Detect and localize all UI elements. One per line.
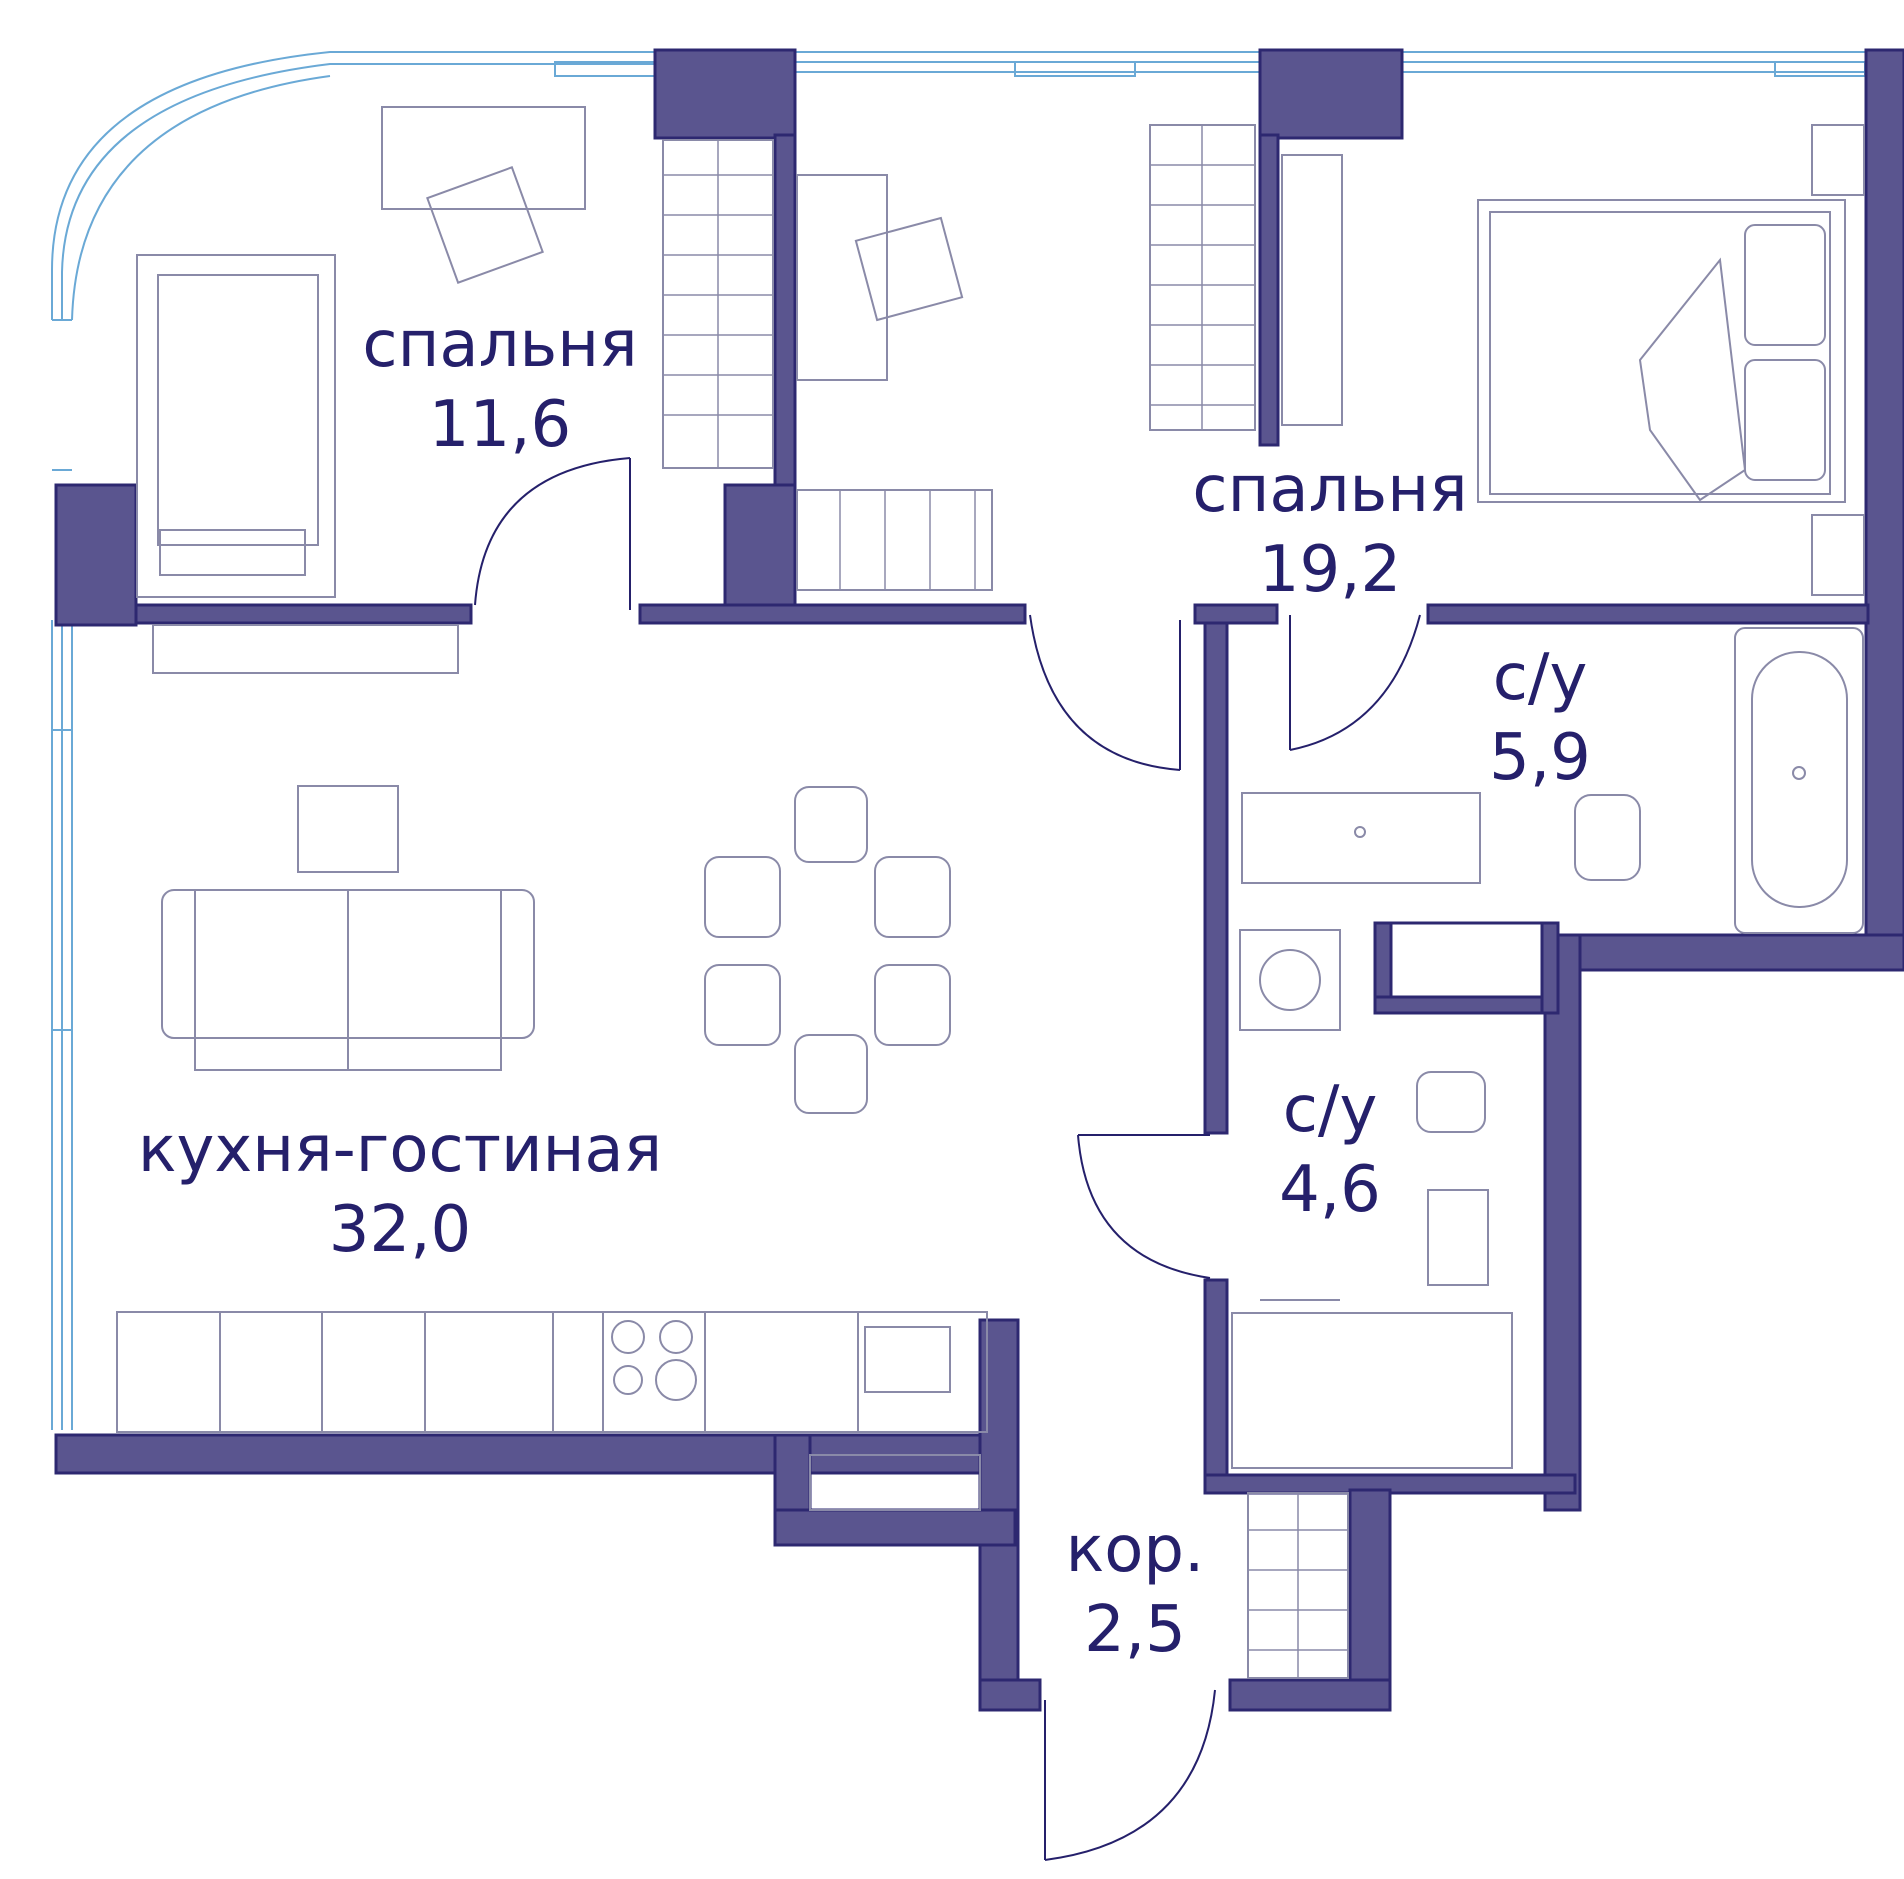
room-area: 19,2 (1258, 533, 1402, 607)
walls (54, 48, 1904, 1712)
furniture (116, 106, 1865, 1679)
desk-bedroom1 (381, 106, 586, 210)
bed-double (1477, 199, 1846, 503)
room-area: 2,5 (1084, 1593, 1186, 1667)
kitchen-sink (864, 1326, 951, 1393)
room-label-bathroom-large: с/у 5,9 (1440, 638, 1640, 798)
wall-bedroom-bottom-mid (638, 603, 1027, 625)
wall-bedroom1-bottom (134, 603, 473, 625)
room-area: 32,0 (328, 1193, 472, 1267)
room-name: спальня (362, 308, 638, 382)
hob-burner (613, 1365, 643, 1395)
wall-corridor-bottom-left (978, 1678, 1042, 1712)
wall-bath-left (1203, 621, 1229, 1135)
wardrobe-2 (796, 489, 993, 591)
hob-burner (611, 1320, 645, 1354)
console-living (152, 624, 459, 674)
desk-mid (796, 174, 888, 381)
room-name: с/у (1492, 641, 1588, 715)
hob-burner (659, 1320, 693, 1354)
wardrobe-kitchen (809, 1454, 981, 1511)
wall-partition-2 (1258, 133, 1280, 447)
hob-burner (655, 1359, 697, 1401)
washing-machine (1239, 929, 1341, 1031)
curved-window (51, 51, 660, 320)
room-area: 4,6 (1279, 1153, 1381, 1227)
door-wc (1077, 1134, 1211, 1279)
bathtub (1734, 627, 1864, 934)
doors (474, 457, 1421, 1861)
room-name: кухня-гостиная (137, 1113, 663, 1187)
door-entrance (1044, 1689, 1216, 1861)
room-area: 11,6 (428, 388, 572, 462)
wall-corridor-bottom-right (1228, 1678, 1392, 1712)
wall-wc-right (1543, 933, 1582, 1512)
wall-bath-top (1426, 603, 1870, 625)
bed-single (136, 254, 336, 598)
chair-bedroom1 (426, 166, 544, 284)
room-label-bedroom-small: спальня 11,6 (340, 305, 660, 465)
vanity (1241, 792, 1481, 884)
wall-corridor-right (1348, 1488, 1392, 1712)
dining-chair (874, 856, 951, 938)
tv-unit (1281, 154, 1343, 426)
chair-mid (854, 216, 964, 322)
wall-partition-1 (773, 133, 797, 487)
door-bathroom (1289, 614, 1421, 751)
wall-column-top-left (653, 48, 797, 140)
room-name: кор. (1065, 1513, 1205, 1587)
room-name: спальня (1192, 453, 1468, 527)
wall-bath-bottom (1574, 933, 1904, 972)
door-hall (1029, 614, 1181, 771)
dining-chair (704, 856, 781, 938)
room-label-bedroom-large: спальня 19,2 (1170, 450, 1490, 610)
room-label-kitchen-living: кухня-гостиная 32,0 (110, 1110, 690, 1270)
room-area: 5,9 (1489, 721, 1591, 795)
dining-chair (794, 786, 868, 863)
wall-partition-3 (723, 483, 797, 612)
wall-left-column (54, 483, 138, 627)
wardrobe-hatching (663, 125, 1348, 1678)
wall-wc-left-lower (1203, 1278, 1229, 1492)
toilet (1574, 794, 1641, 881)
dining-chair (794, 1034, 868, 1114)
wall-corridor-step (773, 1508, 1017, 1547)
wall-column-top-right (1258, 48, 1404, 140)
sink-wc (1427, 1189, 1489, 1286)
toilet-wc (1416, 1071, 1486, 1133)
room-label-corridor: кор. 2,5 (1035, 1510, 1235, 1670)
coffee-table (297, 785, 399, 873)
wall-bath-top-left (1193, 603, 1279, 625)
room-name: с/у (1282, 1073, 1378, 1147)
dining-chair (704, 964, 781, 1046)
dining-chair (874, 964, 951, 1046)
shower (1231, 1312, 1513, 1469)
room-label-bathroom-small: с/у 4,6 (1230, 1070, 1430, 1230)
door-bedroom1 (474, 457, 631, 606)
wall-right-exterior (1864, 48, 1904, 972)
